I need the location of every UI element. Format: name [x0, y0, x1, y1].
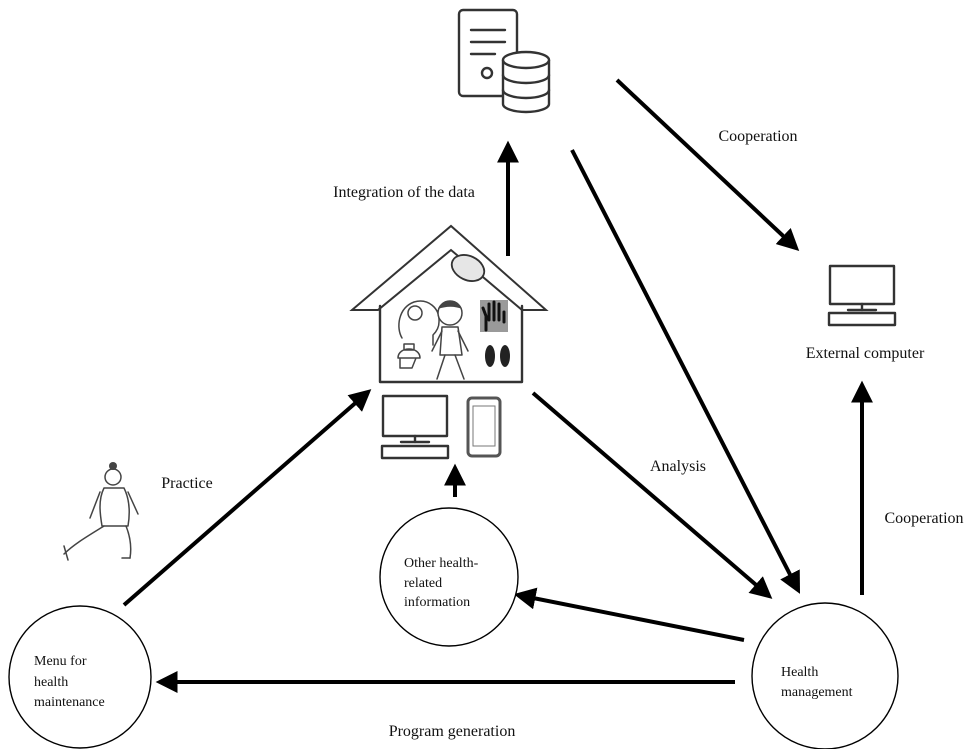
arrow-house-to-health — [531, 391, 773, 599]
cooperation-top-label: Cooperation — [718, 128, 797, 145]
integration-label: Integration of the data — [333, 184, 475, 201]
external-computer-label: External computer — [806, 345, 925, 362]
menu-label: Menu for health maintenance — [34, 654, 105, 710]
program-generation-label: Program generation — [389, 723, 516, 740]
arrow-health-to-info — [513, 587, 745, 642]
other-info-node — [379, 507, 519, 647]
external-computer-icon — [827, 264, 897, 327]
arrow-server-to-external — [615, 78, 800, 252]
arrow-menu-to-house — [122, 389, 372, 607]
exercise-person-icon — [63, 462, 139, 561]
smartphone-icon — [466, 396, 502, 458]
cooperation-right-label: Cooperation — [884, 510, 963, 527]
practice-label: Practice — [161, 475, 213, 492]
analysis-label: Analysis — [650, 458, 706, 475]
arrows — [122, 78, 873, 693]
health-management-label: Health management — [781, 665, 853, 700]
other-info-label: Other health- related information — [404, 556, 482, 610]
health-management-node — [751, 602, 899, 749]
home-sensors-icon — [349, 224, 549, 384]
server-database-icon — [457, 8, 551, 114]
desktop-computer-icon — [380, 394, 450, 460]
menu-node — [8, 605, 152, 749]
arrow-server-to-health — [570, 149, 801, 594]
